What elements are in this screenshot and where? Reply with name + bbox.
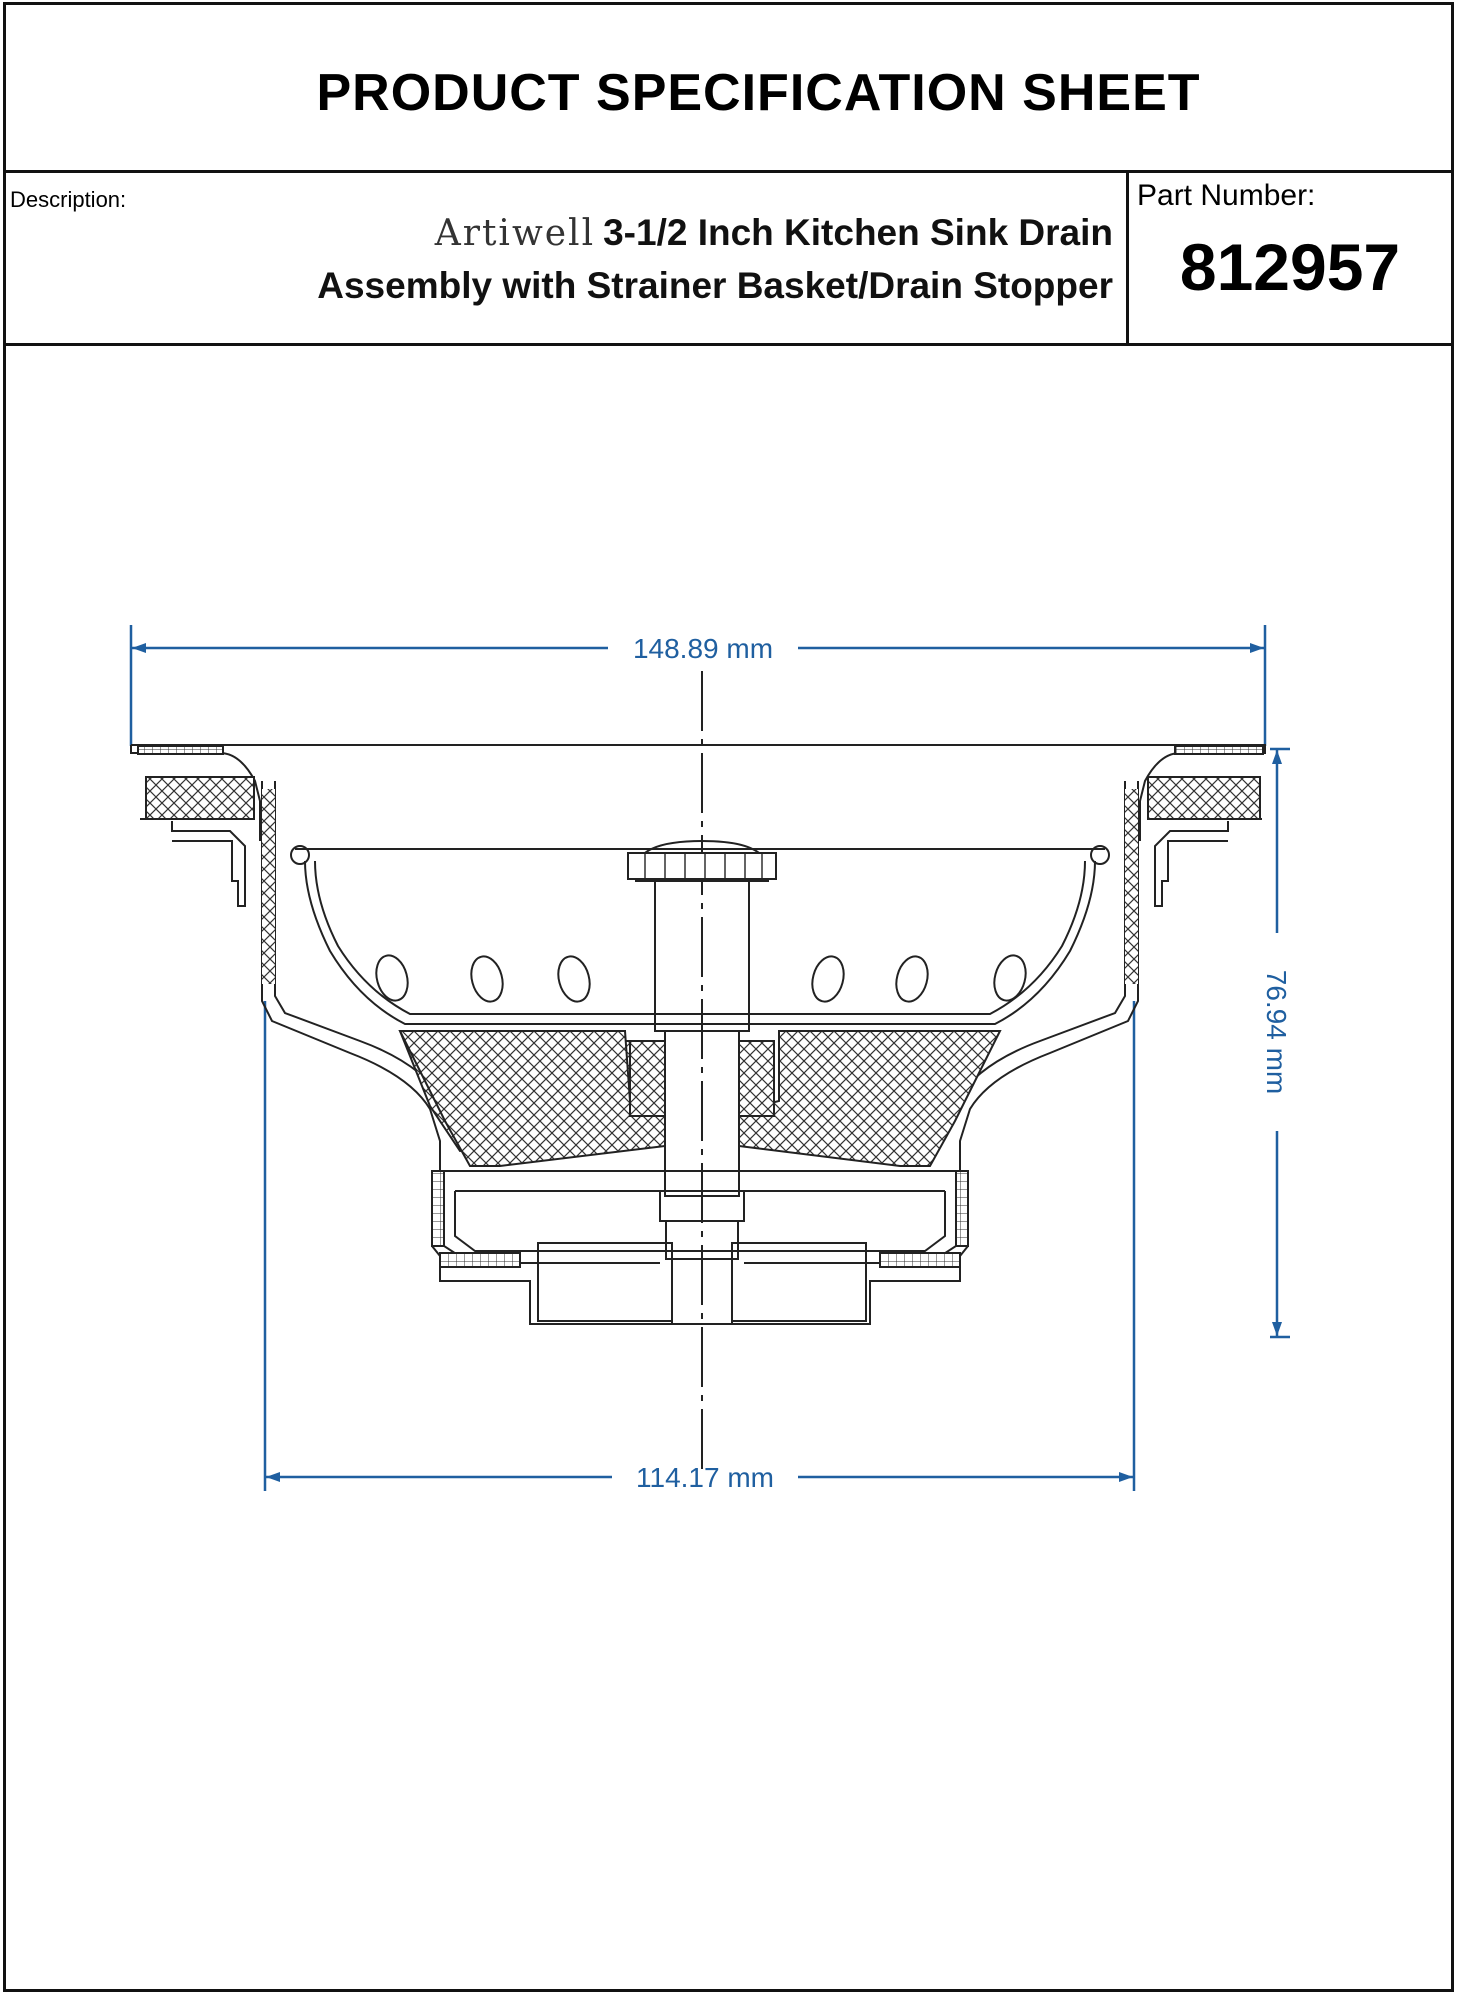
dimension-bottom-width: 114.17 mm xyxy=(266,1462,1133,1493)
drain-body xyxy=(261,781,1139,1201)
brand-name: Artiwell xyxy=(434,213,596,254)
technical-drawing: 148.89 mm 76.94 mm 114.17 mm xyxy=(129,625,1292,1493)
flange xyxy=(130,744,1266,907)
page-title: PRODUCT SPECIFICATION SHEET xyxy=(316,64,1201,122)
extension-lines xyxy=(129,625,1290,1491)
dimension-top-width: 148.89 mm xyxy=(132,633,1264,664)
dimension-label-height: 76.94 mm xyxy=(1261,970,1292,1095)
description-label: Description: xyxy=(10,187,127,212)
dimension-label-bottom-width: 114.17 mm xyxy=(636,1462,774,1493)
description-line-2: Assembly with Strainer Basket/Drain Stop… xyxy=(317,265,1113,306)
rubber-seal xyxy=(398,1030,1002,1167)
part-number-label: Part Number: xyxy=(1137,179,1316,212)
dimension-label-top-width: 148.89 mm xyxy=(633,633,773,664)
description-line-1: 3-1/2 Inch Kitchen Sink Drain xyxy=(603,212,1113,253)
title-row: PRODUCT SPECIFICATION SHEET xyxy=(6,5,1451,173)
lower-housing xyxy=(431,1170,969,1325)
part-number-cell: Part Number: 812957 xyxy=(1126,173,1451,343)
strainer-basket xyxy=(290,839,1110,1325)
spec-sheet: PRODUCT SPECIFICATION SHEET Description:… xyxy=(3,2,1454,1992)
part-number-value: 812957 xyxy=(1179,230,1401,304)
dimension-height: 76.94 mm xyxy=(1261,750,1292,1336)
